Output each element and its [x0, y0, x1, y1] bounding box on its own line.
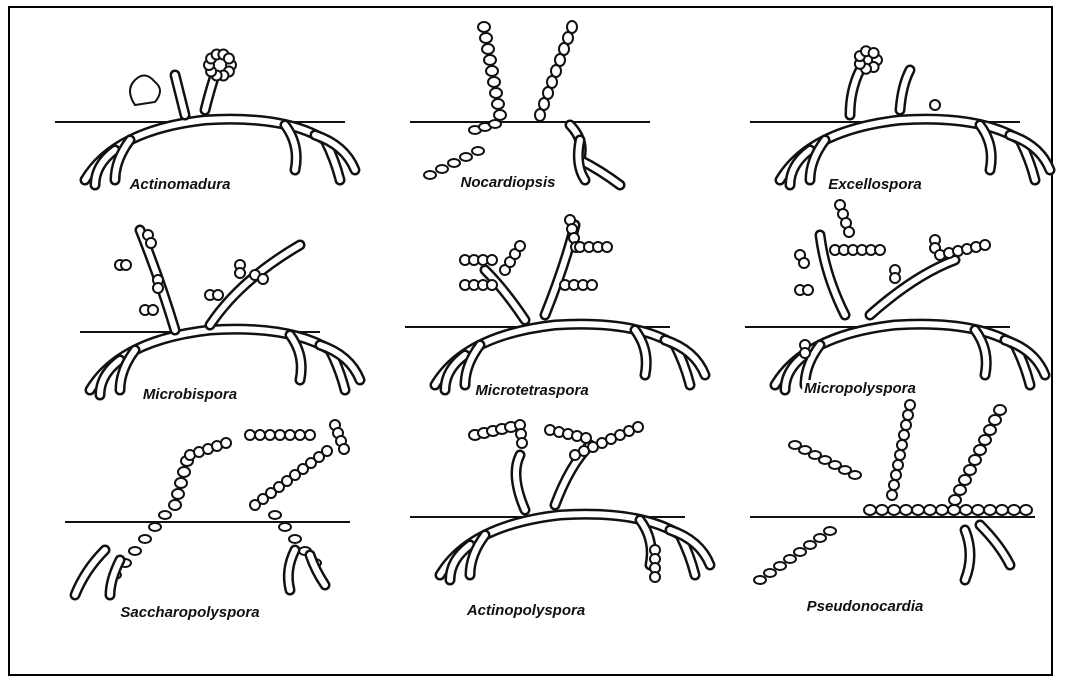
label-nocardiopsis: Nocardiopsis — [458, 174, 557, 191]
panel-actinomadura — [55, 50, 355, 185]
panel-actinopolyspora — [410, 420, 710, 582]
panel-micropolyspora — [745, 200, 1045, 390]
panel-saccharopolyspora — [65, 420, 350, 595]
panel-microbispora — [80, 230, 360, 395]
label-actinopolyspora: Actinopolyspora — [465, 602, 587, 619]
label-excellospora: Excellospora — [826, 176, 923, 193]
label-pseudonocardia: Pseudonocardia — [805, 598, 926, 615]
panel-microtetraspora — [405, 215, 705, 390]
panel-excellospora — [750, 46, 1050, 185]
panel-nocardiopsis — [410, 21, 650, 185]
label-micropolyspora: Micropolyspora — [802, 380, 918, 397]
label-saccharopolyspora: Saccharopolyspora — [118, 604, 261, 621]
label-microbispora: Microbispora — [141, 386, 239, 403]
label-actinomadura: Actinomadura — [128, 176, 233, 193]
panel-pseudonocardia — [750, 400, 1035, 584]
label-microtetraspora: Microtetraspora — [473, 382, 590, 399]
